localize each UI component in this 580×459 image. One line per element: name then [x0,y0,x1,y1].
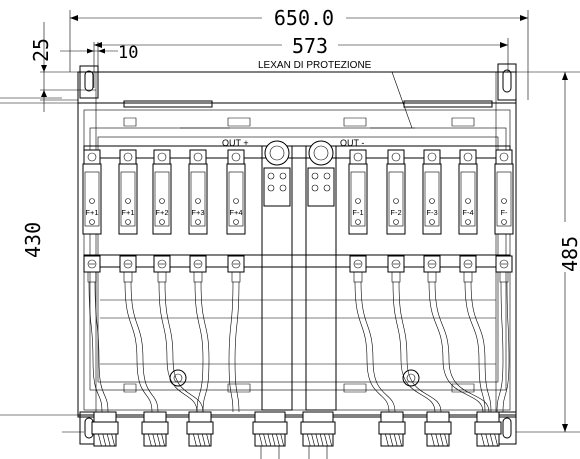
fuse-holder: F+1 [118,149,138,283]
fuse-label: F+3 [191,208,204,217]
cable-gland [424,411,452,447]
fuse-label: F+1 [85,208,98,217]
fuse-holder: F-4 [458,149,478,283]
cable-gland [186,411,214,447]
fuse-label: F+4 [229,208,242,217]
dimension-inner-height: 430 [0,102,78,416]
dimension-side-offset: 10 [60,42,138,88]
cable-gland [300,411,336,459]
cable [392,281,442,413]
cable [464,281,492,413]
dimension-overall-width-label: 650.0 [274,6,334,30]
lexan-cover-label: LEXAN DI PROTEZIONE [258,60,372,71]
fuse-holder: F-3 [422,149,442,283]
out-positive-label: OUT + [222,138,249,148]
cable [88,281,109,413]
cable [194,281,210,413]
top-rail-right [403,100,493,108]
fuse-label: F+2 [155,208,168,217]
fuse-holder: F-1 [348,149,368,283]
din-rail-bottom [83,254,511,268]
dimension-overall-height: 485 [500,71,580,433]
dimension-side-offset-label: 10 [118,43,138,63]
cable [428,281,490,413]
din-rail-top [83,145,511,159]
mounting-ear-top-left [79,65,99,99]
fuse-holder: F+1 [82,149,102,283]
fuse-bank-negative: F-1 F-2 F-3 F-4 F- [348,149,514,413]
fuse-holder: F+2 [152,149,172,283]
cable [228,281,240,413]
fuse-holder: F+4 [226,149,246,283]
fuse-holder: F+3 [188,149,208,283]
cable [124,281,159,413]
fuse-label: F-2 [390,208,401,217]
fuse-holder: F-2 [386,149,406,283]
fuse-label: F+1 [121,208,134,217]
plate-screw-right [402,369,420,387]
mounting-ear-top-right [497,63,517,101]
cable [158,281,204,413]
enclosure [77,71,517,418]
cable-gland [141,411,169,447]
cable-glands [91,411,502,459]
cable [496,281,510,413]
cable-gland [91,411,119,447]
fuse-bank-positive: F+1 F+1 F+2 F+3 F+4 [82,149,246,413]
cable-gland [252,411,288,459]
fuse-label: F-4 [462,208,473,217]
cable-gland [378,411,406,447]
cable [354,281,396,413]
fuse-label: F-1 [352,208,363,217]
dimension-inner-width-label: 573 [292,34,328,58]
dimension-overall-width: 650.0 [69,6,529,100]
fuse-label: F-3 [426,208,437,217]
lexan-cover-callout: LEXAN DI PROTEZIONE [258,60,413,129]
top-rail-left [123,100,213,108]
out-negative-label: OUT - [340,138,364,148]
fuse-holder: F- [494,149,514,283]
dimension-inner-height-label: 430 [21,222,45,258]
dimension-top-offset-label: 25 [29,38,53,62]
cable-gland [474,411,502,447]
dimension-overall-height-label: 485 [558,236,580,272]
frame-clips [123,117,475,393]
output-terminals: OUT + OUT - [222,138,364,411]
fuse-label: F- [500,208,508,217]
dimension-inner-width: 573 [94,34,509,72]
